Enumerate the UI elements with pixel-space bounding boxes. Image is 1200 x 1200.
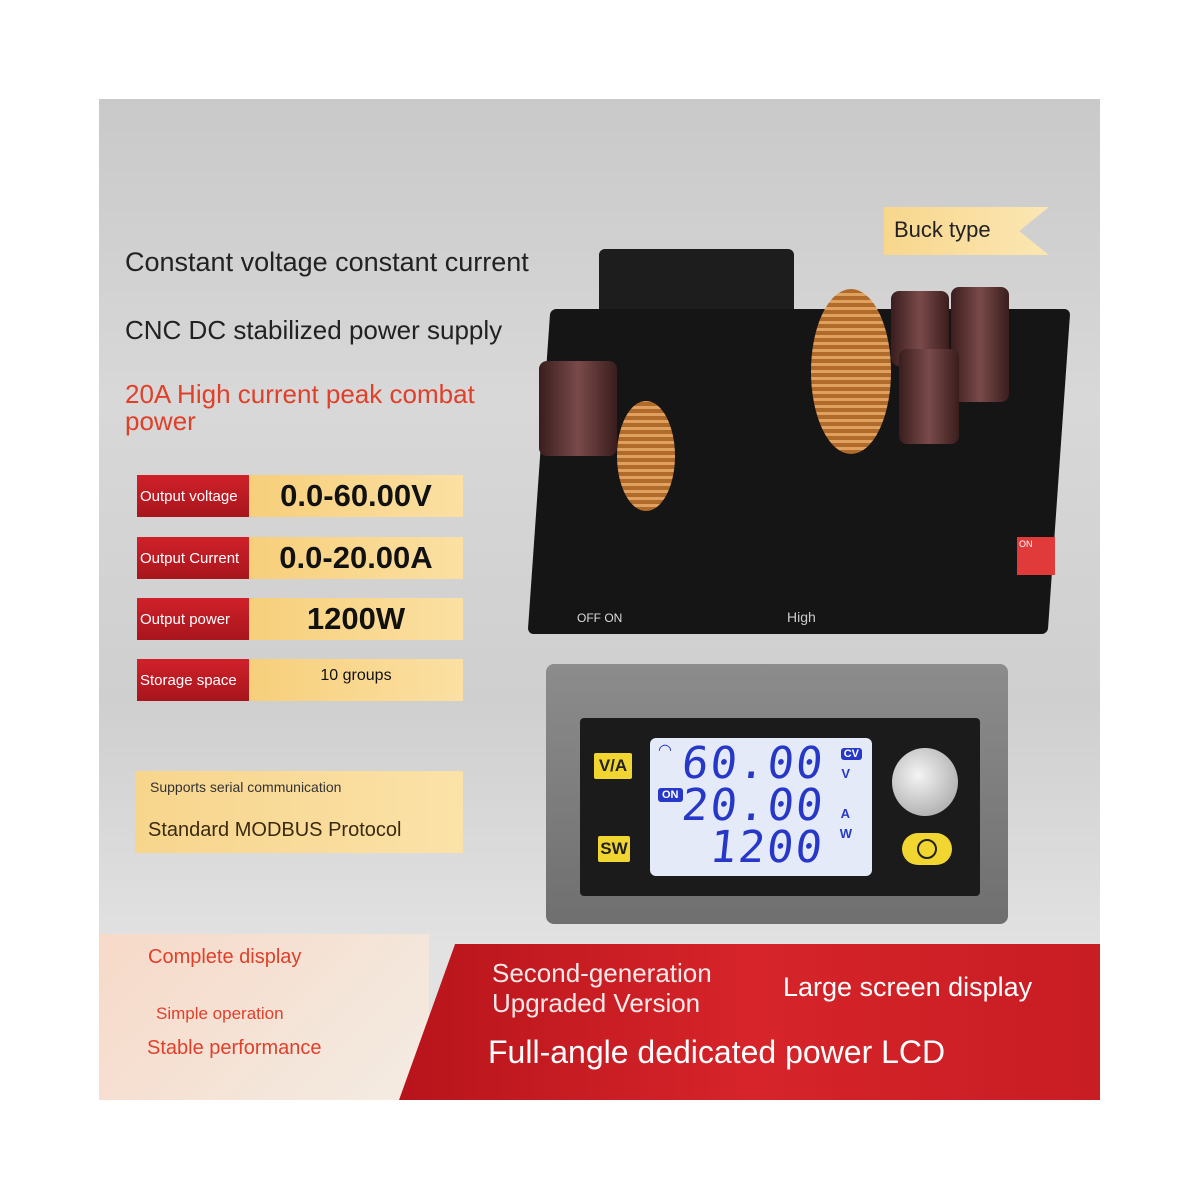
feature-footer: Complete display Simple operation Stable…: [99, 934, 1100, 1100]
full-angle-lcd: Full-angle dedicated power LCD: [488, 1034, 946, 1070]
large-screen-display: Large screen display: [783, 972, 1033, 1002]
feature-simple-operation: Simple operation: [156, 1004, 284, 1023]
buck-type-badge: Buck type: [884, 207, 1049, 255]
lcd-screen: ◠ ON 60.00 20.00 1200 CV V A W: [650, 738, 872, 876]
display-face: V/A SW ◠ ON 60.00 20.00 1200 CV V A W: [580, 718, 980, 896]
power-button[interactable]: [902, 833, 952, 865]
spec-value: 0.0-20.00A: [249, 537, 463, 579]
serial-small-text: Supports serial communication: [150, 779, 342, 795]
spec-label: Output power: [137, 598, 249, 640]
va-button[interactable]: V/A: [594, 753, 632, 779]
feature-stable-performance: Stable performance: [147, 1037, 322, 1059]
upgraded-version: Upgraded Version: [492, 988, 701, 1018]
adjust-knob[interactable]: [892, 748, 958, 816]
power-readout: 1200: [707, 822, 827, 873]
capacitor: [539, 361, 617, 456]
high-label: High: [787, 609, 816, 625]
power-switch-label: OFF ON: [577, 611, 623, 625]
spec-label: Output voltage: [137, 475, 249, 517]
headline-cvcc: Constant voltage constant current: [125, 247, 529, 277]
feature-complete-display: Complete display: [148, 946, 302, 968]
product-banner: Constant voltage constant current CNC DC…: [99, 99, 1100, 1100]
power-icon: [917, 839, 937, 859]
inductor-coil: [811, 289, 891, 454]
spec-value: 0.0-60.00V: [249, 475, 463, 517]
capacitor: [899, 349, 959, 444]
footer-left: [99, 934, 429, 1100]
cv-badge: CV: [840, 748, 862, 760]
current-unit: A: [840, 806, 850, 821]
headline-cnc: CNC DC stabilized power supply: [125, 315, 503, 345]
sw-button[interactable]: SW: [598, 836, 630, 862]
voltage-readout: 60.00: [678, 738, 827, 789]
power-unit: W: [839, 826, 852, 841]
capacitor: [951, 287, 1009, 402]
spec-value: 1200W: [249, 598, 463, 640]
dip-switch-label: ON: [1019, 539, 1033, 549]
current-readout: 20.00: [678, 780, 827, 831]
serial-box: Supports serial communication Standard M…: [135, 771, 463, 853]
second-generation: Second-generation: [492, 958, 712, 988]
serial-big-text: Standard MODBUS Protocol: [148, 819, 402, 841]
headline-current: 20A High current peak combat power: [125, 379, 475, 436]
spec-label: Storage space: [137, 659, 249, 701]
voltage-unit: V: [841, 766, 850, 781]
spec-value: 10 groups: [249, 659, 463, 701]
small-coil: [617, 401, 675, 511]
footer-red: [399, 944, 1100, 1100]
display-module: V/A SW ◠ ON 60.00 20.00 1200 CV V A W: [546, 664, 1008, 924]
dip-switch: ON: [1017, 537, 1055, 575]
wifi-icon: ◠: [658, 742, 672, 759]
spec-label: Output Current: [137, 537, 249, 579]
on-badge: ON: [658, 788, 683, 802]
